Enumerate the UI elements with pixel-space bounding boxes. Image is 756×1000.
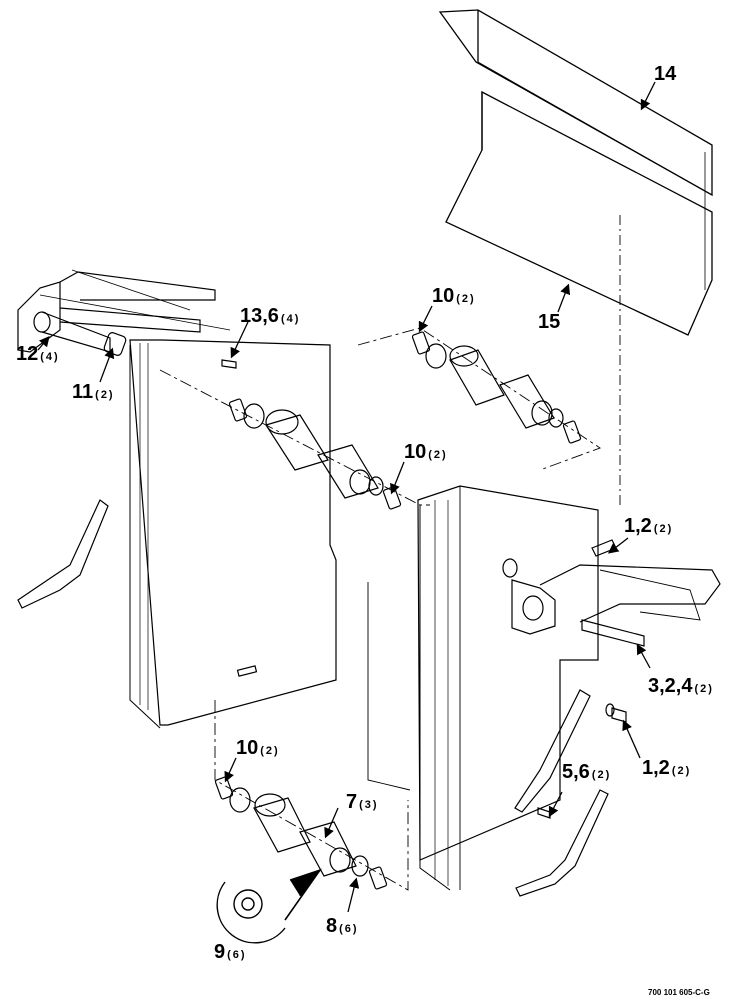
- callout-number: 10: [404, 441, 427, 463]
- left-pivot-bracket: [17, 269, 231, 356]
- callout-number: 3,2,4: [648, 675, 693, 697]
- fasteners: [221, 359, 645, 819]
- callout-number: 8: [326, 915, 338, 937]
- callout-number: 12: [16, 343, 39, 365]
- bearing-detail-bubble: [216, 868, 322, 944]
- callout-quantity: (2): [591, 769, 612, 781]
- callout-number: 7: [346, 791, 358, 813]
- callout-5-6: 5,6(2): [562, 762, 611, 782]
- callout-13-6: 13,6(4): [240, 306, 300, 326]
- callout-number: 11: [72, 381, 94, 403]
- callout-14: 14: [654, 64, 676, 84]
- right-pivot-bracket: [502, 558, 721, 635]
- roller-assembly-middle: [159, 369, 430, 510]
- callout-number: 14: [654, 63, 677, 85]
- callout-9: 9(6): [214, 942, 247, 962]
- callout-quantity: (6): [227, 949, 247, 961]
- callout-7: 7(3): [346, 792, 379, 812]
- callout-3-2-4: 3,2,4(2): [648, 676, 714, 696]
- roller-assembly-lower: [214, 700, 409, 891]
- callout-12: 12(4): [16, 344, 60, 364]
- right-side-panel: [367, 485, 599, 891]
- callout-quantity: (6): [339, 923, 359, 935]
- callout-10-lower: 10(2): [236, 738, 280, 758]
- callout-quantity: (4): [280, 313, 301, 325]
- callout-quantity: (3): [359, 799, 379, 811]
- callout-10-middle: 10(2): [404, 442, 448, 462]
- callout-number: 1,2: [642, 757, 670, 779]
- callout-10-upper: 10(2): [432, 286, 476, 306]
- callout-1-2-upper: 1,2(2): [624, 516, 673, 536]
- document-number: 700 101 605-C-G: [648, 988, 710, 997]
- callout-number: 1,2: [624, 515, 652, 537]
- callout-number: 10: [432, 285, 455, 307]
- callout-quantity: (2): [428, 449, 448, 461]
- roller-assembly-upper: [357, 327, 601, 471]
- part-14-top-deflector: [438, 9, 713, 197]
- callout-quantity: (2): [456, 293, 476, 305]
- callout-15: 15: [538, 312, 560, 332]
- callout-quantity: (4): [40, 351, 60, 363]
- callout-quantity: (2): [260, 745, 280, 757]
- part-15-lower-deflector: [445, 90, 713, 505]
- callout-8: 8(6): [326, 916, 359, 936]
- callout-number: 5,6: [562, 761, 590, 783]
- leader-arrows: [37, 81, 656, 913]
- callout-number: 9: [214, 941, 226, 963]
- left-side-panel: [129, 339, 337, 729]
- callout-1-2-lower: 1,2(2): [642, 758, 691, 778]
- callout-11: 11(2): [72, 382, 115, 402]
- support-arms: [17, 499, 609, 897]
- callout-number: 15: [538, 311, 561, 333]
- callout-number: 13,6: [240, 305, 279, 327]
- callout-quantity: (2): [653, 523, 674, 535]
- callout-quantity: (2): [694, 683, 714, 695]
- callout-quantity: (2): [671, 765, 692, 777]
- callout-quantity: (2): [95, 389, 115, 401]
- callout-number: 10: [236, 737, 259, 759]
